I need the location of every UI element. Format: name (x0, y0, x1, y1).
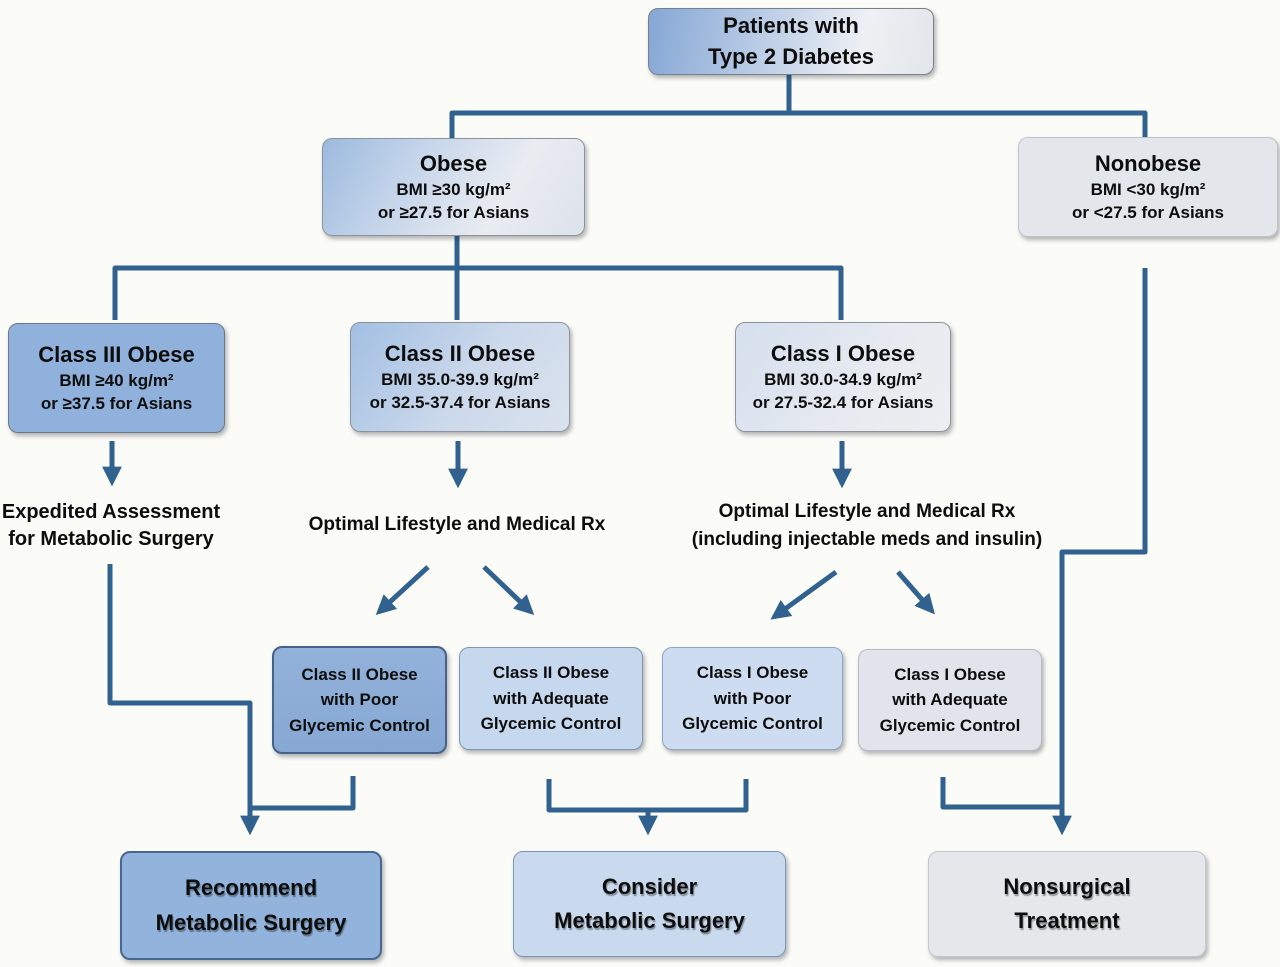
node-text: Recommend (184, 875, 318, 901)
node-text: Glycemic Control (879, 715, 1021, 735)
node-text: BMI ≥30 kg/m² (396, 179, 511, 199)
node-class1-obese: Class I Obese BMI 30.0-34.9 kg/m² or 27.… (735, 322, 951, 432)
edge-c2poor-to-recommend (252, 776, 356, 811)
label-optimal-lifestyle-medical-rx: Optimal Lifestyle and Medical Rx (292, 509, 622, 541)
label-text: for Metabolic Surgery (8, 528, 214, 550)
node-text: or 27.5-32.4 for Asians (752, 392, 934, 412)
label-optimal-lifestyle-injectables: Optimal Lifestyle and Medical Rx (includ… (660, 497, 1074, 555)
node-text: Nonsurgical (1003, 873, 1131, 899)
arrow-optimal-to-c1poor (770, 569, 838, 620)
node-text: or <27.5 for Asians (1072, 202, 1224, 222)
label-text: Optimal Lifestyle and Medical Rx (308, 514, 606, 535)
label-text: Optimal Lifestyle and Medical Rx (718, 501, 1016, 523)
node-class2-poor-glycemic-control: Class II Obese with Poor Glycemic Contro… (272, 646, 447, 754)
node-obese: Obese BMI ≥30 kg/m² or ≥27.5 for Asians (322, 138, 585, 236)
edge-nonobese-to-nonsurgical (1052, 268, 1148, 836)
node-class1-poor-glycemic-control: Class I Obese with Poor Glycemic Control (662, 647, 843, 750)
node-consider-metabolic-surgery: Consider Metabolic Surgery (513, 851, 786, 957)
node-text: Class II Obese (301, 664, 418, 684)
node-text: Glycemic Control (480, 714, 622, 734)
arrow-optimal-to-c2poor (375, 565, 430, 615)
node-title: Class I Obese (770, 341, 916, 367)
node-text: Consider (601, 873, 698, 899)
node-text: Class I Obese (696, 663, 809, 683)
node-text: or 32.5-37.4 for Asians (369, 392, 551, 412)
node-text: Metabolic Surgery (554, 908, 745, 933)
node-text: Class I Obese (894, 664, 1006, 684)
node-nonsurgical-treatment: Nonsurgical Treatment (928, 851, 1206, 957)
arrow-optimal-to-c1adequate (896, 570, 935, 615)
node-class3-obese: Class III Obese BMI ≥40 kg/m² or ≥37.5 f… (8, 323, 225, 433)
edge-branch-class-boxes (112, 265, 844, 320)
node-recommend-metabolic-surgery: Recommend Metabolic Surgery (120, 851, 382, 960)
node-text: Glycemic Control (289, 715, 430, 735)
node-title: Nonobese (1094, 151, 1202, 177)
node-class2-obese: Class II Obese BMI 35.0-39.9 kg/m² or 32… (350, 322, 570, 432)
node-class2-adequate-glycemic-control: Class II Obese with Adequate Glycemic Co… (459, 647, 643, 750)
label-expedited-assessment: Expedited Assessment for Metabolic Surge… (0, 497, 222, 555)
edge-expedited-to-recommend (107, 564, 260, 836)
edge-merge-consider (546, 779, 749, 813)
node-text: or ≥27.5 for Asians (377, 202, 530, 222)
node-text: with Adequate (892, 690, 1008, 710)
label-text: Expedited Assessment (1, 501, 221, 523)
edge-branch-obese-nonobese (449, 110, 1148, 139)
node-text: with Poor (713, 688, 792, 708)
node-text: with Adequate (493, 688, 609, 708)
arrow-optimal-to-c2adequate (482, 565, 535, 616)
node-title: Class II Obese (384, 341, 536, 367)
node-class1-adequate-glycemic-control: Class I Obese with Adequate Glycemic Con… (858, 649, 1042, 751)
node-title: Obese (419, 151, 488, 177)
node-text: BMI <30 kg/m² (1090, 179, 1206, 199)
node-text: Type 2 Diabetes (708, 43, 874, 69)
node-text: Class II Obese (492, 663, 610, 683)
label-text: (including injectable meds and insulin) (691, 529, 1043, 550)
node-title: Class III Obese (38, 342, 195, 368)
node-text: Treatment (1014, 908, 1120, 933)
node-patients-type2-diabetes: Patients with Type 2 Diabetes (648, 8, 934, 75)
node-text: or ≥37.5 for Asians (40, 393, 193, 413)
node-text: Patients with (723, 12, 859, 38)
node-text: Metabolic Surgery (155, 909, 347, 935)
node-text: BMI 35.0-39.9 kg/m² (381, 369, 539, 389)
node-text: BMI ≥40 kg/m² (59, 370, 174, 390)
node-text: Glycemic Control (682, 714, 823, 734)
edge-c1adequate-to-nonsurgical (940, 777, 1060, 810)
node-text: BMI 30.0-34.9 kg/m² (764, 369, 922, 389)
node-text: with Poor (320, 690, 399, 710)
node-nonobese: Nonobese BMI <30 kg/m² or <27.5 for Asia… (1018, 137, 1278, 237)
